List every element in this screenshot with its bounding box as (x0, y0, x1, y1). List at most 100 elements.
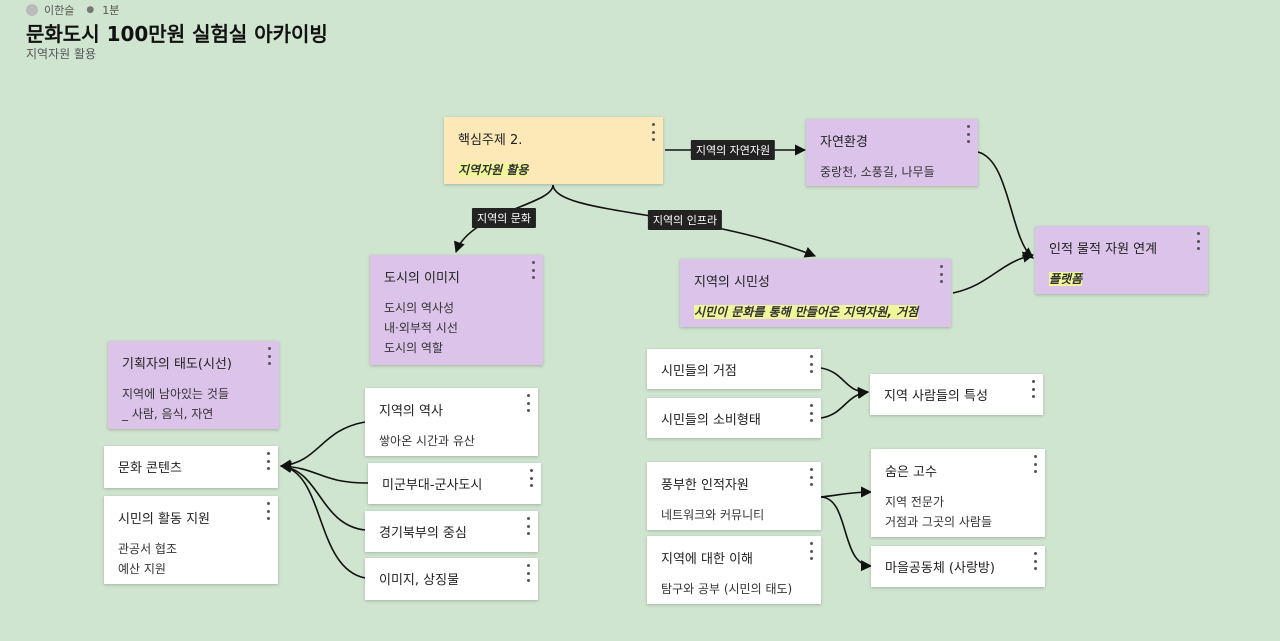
menu-dot (810, 468, 813, 471)
card-title: 풍부한 인적자원 (661, 474, 797, 493)
menu-dot (652, 123, 655, 126)
separator-dot: ● (86, 5, 94, 15)
menu-dot (652, 131, 655, 134)
menu-dot (532, 269, 535, 272)
menu-dot (1034, 463, 1037, 466)
card-line: 도시의 역사성 (384, 301, 454, 315)
menu-dot (530, 477, 533, 480)
card-body: 지역자원 활용 (458, 160, 639, 180)
menu-dot (1034, 560, 1037, 563)
author-name[interactable]: 이한슬 (44, 2, 74, 18)
menu-dot (527, 394, 530, 397)
card-bases[interactable]: 시민들의 거점 (647, 349, 821, 389)
card-title: 핵심주제 2. (458, 129, 639, 148)
more-options-icon[interactable] (807, 468, 815, 486)
more-options-icon[interactable] (807, 542, 815, 560)
board-title: 문화도시 100만원 실험실 아카이빙 (26, 18, 328, 47)
card-line: 네트워크와 커뮤니티 (661, 508, 764, 522)
more-options-icon[interactable] (1031, 455, 1039, 473)
more-options-icon[interactable] (524, 564, 532, 582)
card-body: 네트워크와 커뮤니티 (661, 505, 797, 525)
card-north[interactable]: 경기북부의 중심 (365, 511, 538, 552)
more-options-icon[interactable] (964, 125, 972, 143)
card-content[interactable]: 문화 콘텐츠 (104, 446, 278, 488)
menu-dot (527, 409, 530, 412)
card-title: 시민들의 소비형태 (661, 409, 797, 428)
menu-dot (810, 550, 813, 553)
more-options-icon[interactable] (264, 502, 272, 520)
menu-dot (267, 467, 270, 470)
more-options-icon[interactable] (524, 394, 532, 412)
more-options-icon[interactable] (807, 404, 815, 422)
card-line: 중랑천, 소풍길, 나무들 (820, 165, 935, 179)
menu-dot (530, 469, 533, 472)
more-options-icon[interactable] (1194, 232, 1202, 250)
menu-dot (527, 532, 530, 535)
link-label-culture[interactable]: 지역의 문화 (472, 208, 536, 228)
menu-dot (267, 502, 270, 505)
card-line: 탐구와 공부 (시민의 태도) (661, 582, 792, 596)
menu-dot (527, 572, 530, 575)
card-line: 시민이 문화를 통해 만들어온 지역자원, 거점 (694, 305, 918, 319)
more-options-icon[interactable] (264, 452, 272, 470)
more-options-icon[interactable] (529, 261, 537, 279)
link-label-infra[interactable]: 지역의 인프라 (648, 210, 722, 230)
card-traits[interactable]: 지역 사람들의 특성 (870, 374, 1043, 415)
link-bases-traits (821, 368, 868, 392)
more-options-icon[interactable] (1029, 380, 1037, 398)
menu-dot (267, 452, 270, 455)
link-rich-hidden (821, 492, 871, 497)
more-options-icon[interactable] (1031, 552, 1039, 570)
menu-dot (652, 138, 655, 141)
card-line: 지역에 남아있는 것들 (122, 387, 229, 401)
more-options-icon[interactable] (807, 355, 815, 373)
link-north-content (281, 466, 365, 530)
timestamp: 1분 (102, 2, 119, 18)
menu-dot (810, 557, 813, 560)
avatar[interactable] (26, 4, 38, 16)
menu-dot (810, 370, 813, 373)
card-title: 시민들의 거점 (661, 360, 797, 379)
link-label-natural-resource[interactable]: 지역의 자연자원 (691, 140, 775, 160)
link-symbol-content (281, 466, 365, 578)
card-community[interactable]: 마을공동체 (사랑방) (871, 546, 1045, 587)
more-options-icon[interactable] (524, 517, 532, 535)
more-options-icon[interactable] (649, 123, 657, 141)
menu-dot (267, 517, 270, 520)
card-symbol[interactable]: 이미지, 상징물 (365, 558, 538, 600)
card-consume[interactable]: 시민들의 소비형태 (647, 398, 821, 438)
more-options-icon[interactable] (527, 469, 535, 487)
menu-dot (810, 412, 813, 415)
card-body: 시민이 문화를 통해 만들어온 지역자원, 거점 (694, 302, 927, 322)
menu-dot (1034, 567, 1037, 570)
card-line: 플랫폼 (1049, 272, 1082, 286)
menu-dot (1197, 247, 1200, 250)
menu-dot (810, 476, 813, 479)
card-planner[interactable]: 기획자의 태도(시선)지역에 남아있는 것들_ 사람, 음식, 자연 (108, 341, 279, 429)
post-meta: 이한슬 ● 1분 (26, 2, 119, 18)
menu-dot (810, 404, 813, 407)
card-title: 자연환경 (820, 131, 954, 150)
card-military[interactable]: 미군부대-군사도시 (368, 463, 541, 504)
menu-dot (967, 140, 970, 143)
card-core[interactable]: 핵심주제 2. 지역자원 활용 (444, 117, 663, 184)
menu-dot (268, 355, 271, 358)
menu-dot (1034, 470, 1037, 473)
menu-dot (810, 419, 813, 422)
more-options-icon[interactable] (937, 265, 945, 283)
more-options-icon[interactable] (265, 347, 273, 365)
card-line: 거점과 그곳의 사람들 (885, 515, 992, 529)
card-title: 기획자의 태도(시선) (122, 353, 255, 372)
card-title: 인적 물적 자원 연계 (1049, 238, 1184, 257)
